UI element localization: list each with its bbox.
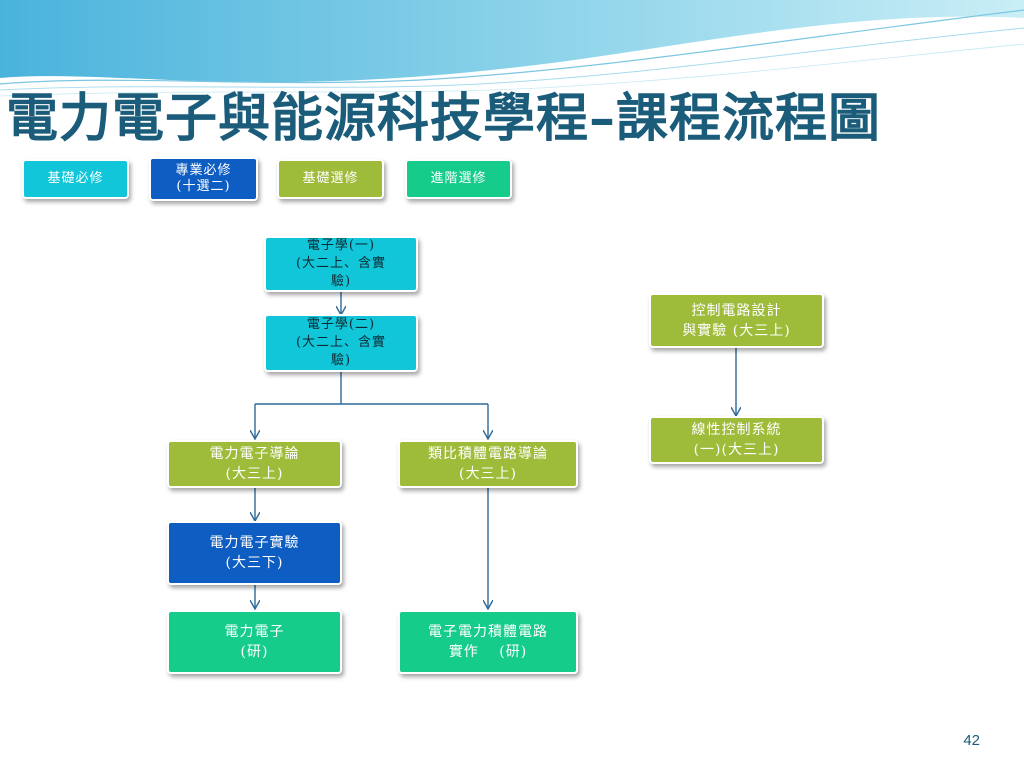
course-linear-control-system: 線性控制系統 (一)(大三上) <box>649 416 824 464</box>
course-power-ic-practice: 電子電力積體電路 實作 (研) <box>398 610 578 674</box>
page-number: 42 <box>963 732 980 749</box>
course-power-electronics-intro: 電力電子導論 (大三上) <box>167 440 342 488</box>
course-control-circuit-lab: 控制電路設計 與實驗 (大三上) <box>649 293 824 348</box>
course-power-electronics-grad: 電力電子 (研) <box>167 610 342 674</box>
course-electronics-2: 電子學(二) (大二上、含實 驗) <box>264 314 418 372</box>
legend-basic-elective: 基礎選修 <box>277 159 384 199</box>
slide-title: 電力電子與能源科技學程–課程流程圖 <box>6 88 882 149</box>
course-power-electronics-lab: 電力電子實驗 (大三下) <box>167 521 342 585</box>
legend-advanced-elective: 進階選修 <box>405 159 512 199</box>
header-wave-decoration <box>0 0 1024 97</box>
course-analog-ic-intro: 類比積體電路導論 (大三上) <box>398 440 578 488</box>
legend-professional-required: 專業必修 (十選二) <box>149 157 258 201</box>
legend-basic-required: 基礎必修 <box>22 159 129 199</box>
course-electronics-1: 電子學(一) (大二上、含實 驗) <box>264 236 418 292</box>
